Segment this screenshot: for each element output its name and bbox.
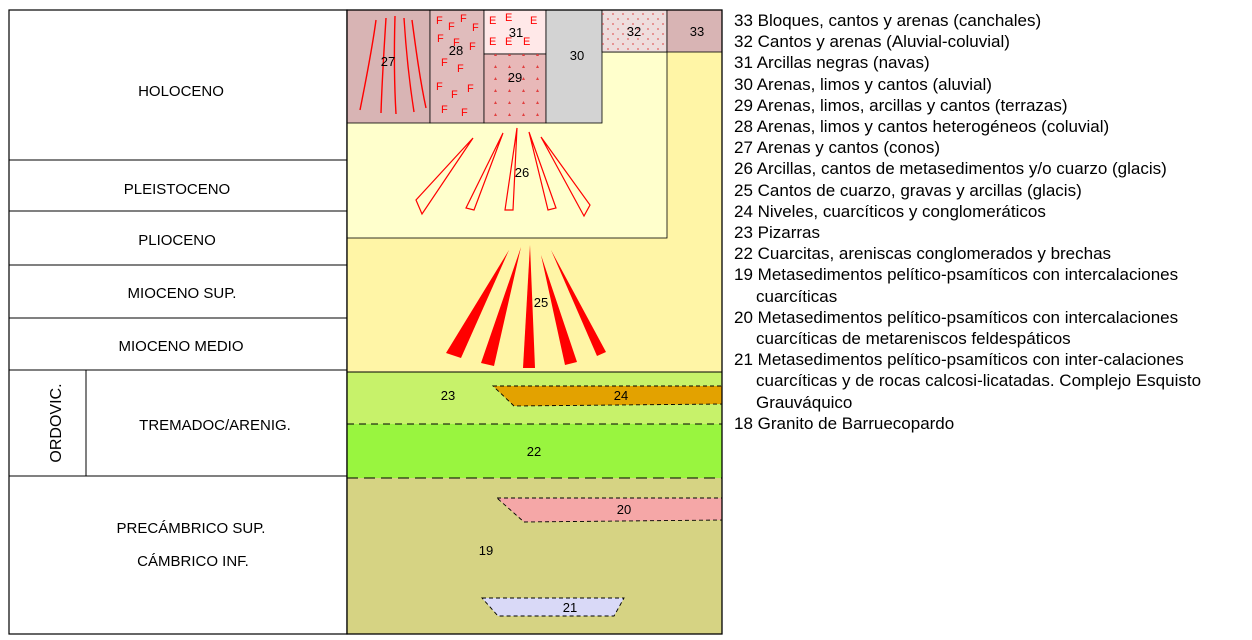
svg-text:F: F	[461, 107, 468, 119]
svg-text:F: F	[460, 13, 467, 25]
unit-label-20: 20	[617, 502, 631, 517]
unit-label-23: 23	[441, 388, 455, 403]
unit-31-fill	[483, 9, 547, 55]
legend-item-30: 30 Arenas, limos y cantos (aluvial)	[734, 74, 992, 94]
age-label-cambrico: CÁMBRICO INF.	[137, 553, 249, 570]
unit-label-31: 31	[509, 25, 523, 40]
stratigraphic-column: HOLOCENO PLEISTOCENO PLIOCENO MIOCENO SU…	[8, 9, 723, 635]
unit-30-fill	[545, 9, 603, 124]
unit-20-lens	[495, 497, 723, 523]
unit-label-33: 33	[690, 24, 704, 39]
unit-28-symbols: F F F F F F F F F F F F F F	[436, 13, 479, 119]
svg-text:F: F	[437, 33, 444, 45]
unit-label-32: 32	[627, 24, 641, 39]
system-label-ordovicico: ORDOVIC.	[48, 383, 65, 462]
age-label-mioceno-medio: MIOCENO MEDIO	[118, 338, 243, 355]
legend-item-24: 24 Niveles, cuarcíticos y conglomerático…	[734, 201, 1046, 221]
unit-label-19: 19	[479, 543, 493, 558]
unit-31-symbols: E E E E E E	[489, 12, 537, 48]
legend-item-20: 20 Metasedimentos pelítico-psamíticos co…	[734, 307, 1179, 349]
legend-item-33: 33 Bloques, cantos y arenas (canchales)	[734, 11, 1042, 30]
svg-text:E: E	[505, 36, 512, 48]
unit-27-fan	[359, 15, 427, 115]
legend-item-23: 23 Pizarras	[734, 223, 821, 243]
legend-item-29: 29 Arenas, limos, arcillas y cantos (ter…	[734, 95, 1068, 115]
legend-item-28: 28 Arenas, limos y cantos heterogéneos (…	[734, 117, 1110, 137]
svg-text:E: E	[489, 36, 496, 48]
age-column: HOLOCENO PLEISTOCENO PLIOCENO MIOCENO SU…	[8, 9, 348, 635]
age-label-plioceno: PLIOCENO	[138, 232, 216, 249]
svg-text:F: F	[441, 104, 448, 116]
unit-label-22: 22	[527, 444, 541, 459]
svg-text:F: F	[436, 15, 443, 27]
legend-item-32: 32 Cantos y arenas (Aluvial-coluvial)	[734, 32, 1010, 52]
svg-text:F: F	[453, 37, 460, 49]
svg-text:E: E	[530, 15, 537, 27]
unit-33-fill	[666, 9, 723, 53]
svg-text:F: F	[469, 41, 476, 53]
age-label-holoceno: HOLOCENO	[138, 83, 224, 100]
legend-item-18: 18 Granito de Barruecopardo	[734, 413, 955, 433]
svg-text:F: F	[441, 57, 448, 69]
legend-item-19: 19 Metasedimentos pelítico-psamíticos co…	[734, 265, 1179, 306]
legend-item-27: 27 Arenas y cantos (conos)	[734, 138, 941, 158]
age-label-pleistoceno: PLEISTOCENO	[124, 181, 230, 198]
legend-item-25: 25 Cantos de cuarzo, gravas y arcillas (…	[734, 180, 1082, 200]
legend-item-21: 21 Metasedimentos pelítico-psamíticos co…	[734, 350, 1202, 412]
lithology-column-frame	[346, 9, 723, 635]
legend-item-22: 22 Cuarcitas, areniscas conglomerados y …	[734, 244, 1112, 264]
svg-text:F: F	[457, 63, 464, 75]
unit-label-24: 24	[614, 388, 628, 403]
svg-text:E: E	[505, 12, 512, 24]
svg-text:E: E	[489, 15, 496, 27]
unit-21-lens	[480, 597, 625, 617]
unit-26-fan	[415, 127, 591, 218]
lithology-column: F F F F F F F F F F F F F F E E E E E E …	[346, 9, 723, 635]
age-label-tremadoc: TREMADOC/ARENIG.	[139, 417, 291, 434]
svg-text:F: F	[472, 22, 479, 34]
svg-text:F: F	[451, 89, 458, 101]
svg-text:F: F	[467, 83, 474, 95]
unit-25-fan	[446, 245, 606, 368]
unit-label-26: 26	[515, 165, 529, 180]
unit-28-fill	[429, 9, 485, 124]
unit-22-fill	[347, 424, 722, 478]
unit-label-28: 28	[449, 43, 463, 58]
unit-label-25: 25	[534, 295, 548, 310]
unit-label-27: 27	[381, 54, 395, 69]
age-label-mioceno-sup: MIOCENO SUP.	[128, 285, 237, 302]
legend-item-31: 31 Arcillas negras (navas)	[734, 53, 930, 73]
unit-label-21: 21	[563, 600, 577, 615]
age-column-frame	[8, 9, 348, 635]
unit-24-lens	[491, 385, 723, 407]
svg-text:F: F	[436, 81, 443, 93]
age-label-precambrico: PRECÁMBRICO SUP.	[117, 520, 266, 537]
unit-label-29: 29	[508, 70, 522, 85]
svg-text:E: E	[523, 36, 530, 48]
legend-item-26: 26 Arcillas, cantos de metasedimentos y/…	[734, 159, 1167, 179]
legend: 33 Bloques, cantos y arenas (canchales) …	[734, 10, 1250, 434]
unit-label-30: 30	[570, 48, 584, 63]
svg-text:F: F	[448, 21, 455, 33]
